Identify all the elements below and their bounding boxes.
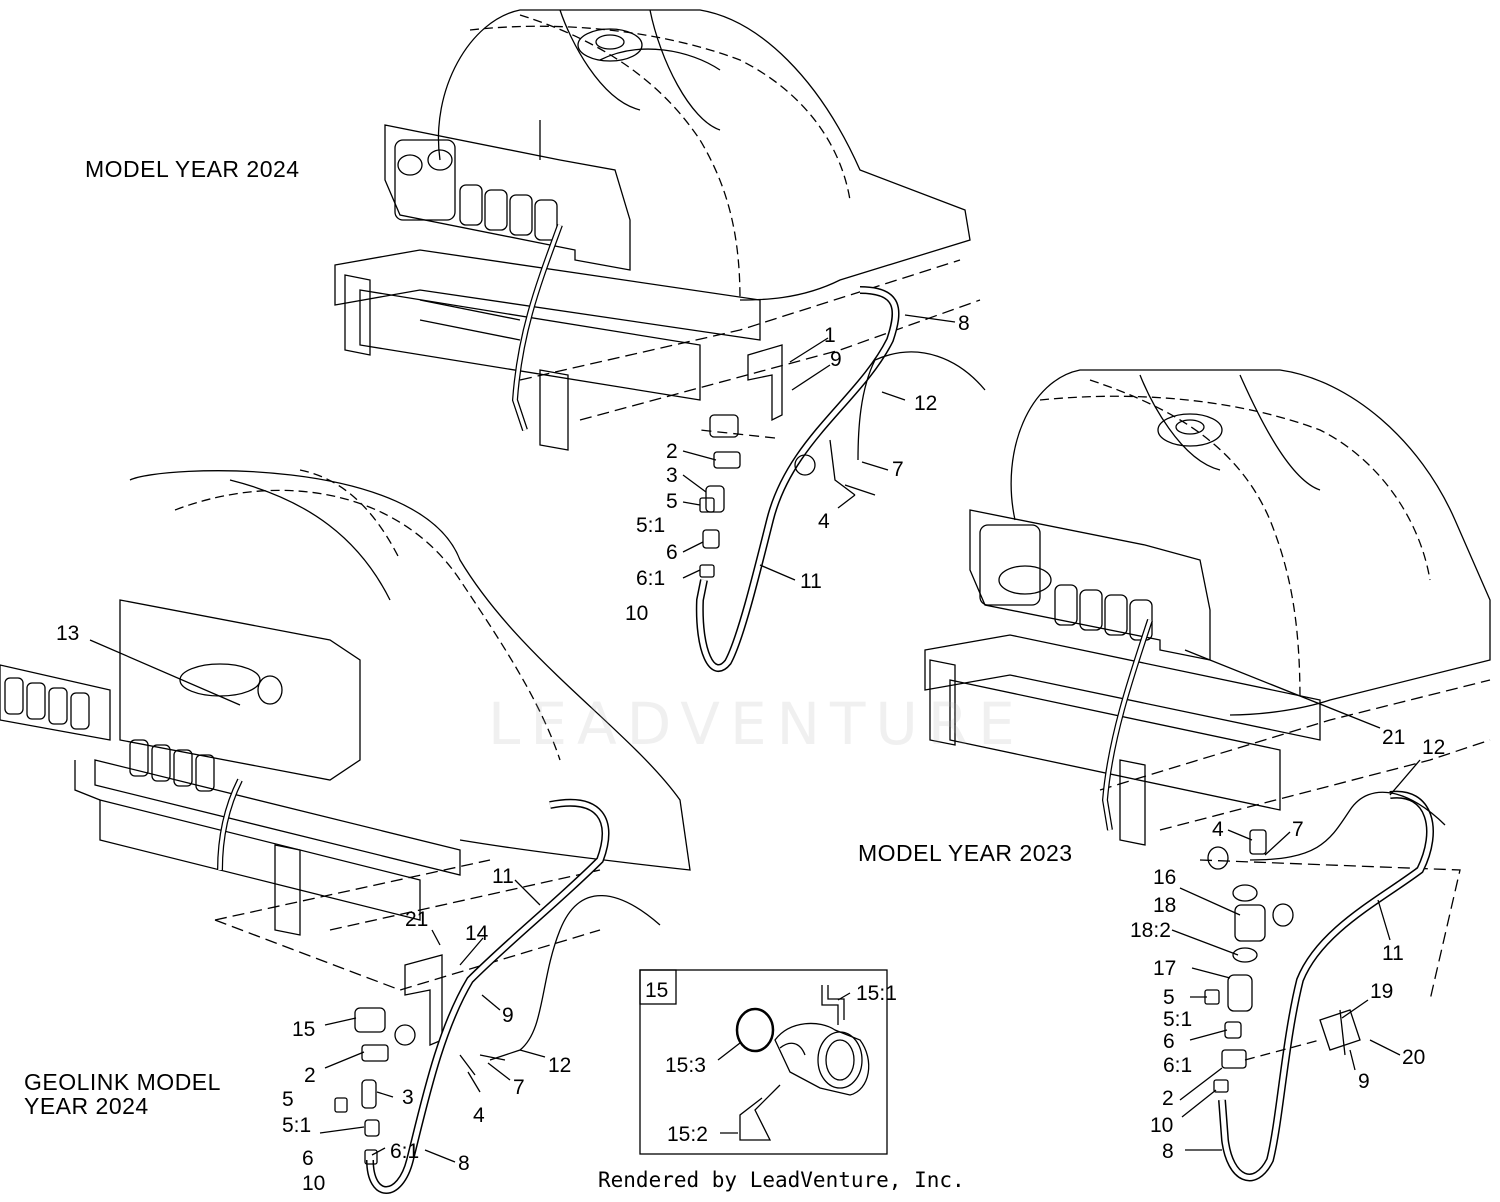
- callout-label: 12: [1422, 736, 1445, 759]
- tank-outline-2023: [1010, 369, 1491, 716]
- frame-2024: [334, 249, 761, 341]
- callout-label: 8: [458, 1152, 470, 1175]
- callout-label: 7: [1292, 818, 1304, 841]
- clip-15-2: [739, 1084, 781, 1141]
- callout-label: 6: [302, 1147, 314, 1170]
- callout-label: 13: [56, 622, 79, 645]
- tank-cap-2024: [577, 28, 643, 62]
- callout-label: 5:1: [282, 1114, 311, 1137]
- bracket-2023: [1319, 1009, 1361, 1051]
- callouts-inset-15: 15 15:1 15:3 15:2: [645, 979, 897, 1146]
- assembly-model-2024: [334, 9, 986, 672]
- callout-label: 11: [1382, 942, 1404, 965]
- callout-label: 5: [1163, 986, 1175, 1009]
- callout-label: 6:1: [636, 567, 665, 590]
- footer-credit: Rendered by LeadVenture, Inc.: [598, 1168, 965, 1192]
- callout-label: 18: [1153, 894, 1176, 917]
- callout-label: 11: [492, 865, 514, 888]
- cable-2024: [857, 351, 986, 461]
- callout-label: 8: [958, 312, 970, 335]
- inset-frame: [639, 969, 888, 1155]
- valve-manifold-2023: [969, 509, 1211, 661]
- callout-label: 10: [302, 1172, 325, 1195]
- callout-label: 17: [1153, 957, 1176, 980]
- callout-label: 2: [666, 440, 678, 463]
- frame-geolink: [94, 759, 461, 876]
- callout-label: 5:1: [1163, 1008, 1192, 1031]
- callout-label: 10: [625, 602, 648, 625]
- callout-label: 6:1: [390, 1140, 419, 1163]
- hose-2024: [695, 286, 900, 672]
- clip-15-1: [821, 985, 845, 1025]
- assembly-geolink-2024: [0, 469, 691, 1194]
- hose-2023: [1218, 790, 1434, 1182]
- callout-label: 16: [1153, 866, 1176, 889]
- callout-label: 10: [1150, 1114, 1173, 1137]
- cable-2023: [1249, 791, 1446, 861]
- callout-label: 19: [1370, 980, 1393, 1003]
- callout-label: 9: [1358, 1070, 1370, 1093]
- frame-2023: [924, 634, 1321, 741]
- inset-number: 15: [645, 979, 668, 1002]
- callouts-2024: 1 9 8 12 7 4 2 3 5 5:1 6 6:1 10 11: [625, 312, 970, 625]
- callout-label: 15:1: [856, 982, 897, 1005]
- callouts-geolink: 13 11 21 14 15 9 12 7 4 2 3 5 5:1 6 6:1 …: [56, 622, 571, 1195]
- callout-label: 5: [666, 490, 678, 513]
- watermark: LEADVENTURE: [488, 690, 1025, 758]
- callout-label: 6:1: [1163, 1054, 1192, 1077]
- callout-label: 6: [666, 541, 678, 564]
- callout-label: 9: [502, 1004, 514, 1027]
- heading-model-year-2023: MODEL YEAR 2023: [858, 840, 1073, 866]
- callout-label: 21: [405, 908, 428, 931]
- o-ring-15-3: [735, 1007, 775, 1053]
- callout-label: 2: [304, 1064, 316, 1087]
- callout-label: 15:3: [665, 1054, 706, 1077]
- callout-label: 7: [513, 1076, 525, 1099]
- heading-model-year-2024: MODEL YEAR 2024: [85, 156, 300, 182]
- callout-label: 12: [914, 392, 937, 415]
- tank-cap-2023: [1157, 413, 1223, 447]
- callout-label: 7: [892, 458, 904, 481]
- heading-geolink-line1: GEOLINK MODEL: [24, 1069, 221, 1095]
- callout-label: 14: [465, 922, 489, 945]
- callout-label: 5: [282, 1088, 294, 1111]
- callout-label: 20: [1402, 1046, 1425, 1069]
- callout-label: 11: [800, 570, 822, 593]
- callouts-2023: 21 12 4 7 16 18 18:2 17 11 19 5 5:1 6 6:…: [1130, 726, 1445, 1163]
- callout-label: 4: [473, 1104, 485, 1127]
- inset-panel-15: [639, 969, 888, 1155]
- cable-geolink: [489, 895, 661, 1061]
- callout-label: 3: [666, 464, 678, 487]
- callout-label: 4: [818, 510, 830, 533]
- bracket-2024: [747, 344, 783, 422]
- callout-label: 18:2: [1130, 919, 1171, 942]
- callout-label: 2: [1162, 1087, 1174, 1110]
- callout-label: 15:2: [667, 1123, 708, 1146]
- tank-outline-geolink: [129, 470, 691, 871]
- valve-manifold-geolink: [119, 599, 361, 781]
- callout-label: 3: [402, 1086, 414, 1109]
- callout-label: 5:1: [636, 514, 665, 537]
- callout-label: 6: [1163, 1030, 1175, 1053]
- heading-geolink-line2: YEAR 2024: [24, 1093, 149, 1119]
- callout-label: 4: [1212, 818, 1224, 841]
- callout-label: 8: [1162, 1140, 1174, 1163]
- callout-label: 15: [292, 1018, 315, 1041]
- callout-label: 9: [830, 348, 842, 371]
- callout-label: 21: [1382, 726, 1405, 749]
- callout-label: 12: [548, 1054, 571, 1077]
- tank-outline-2024: [437, 9, 971, 301]
- valve-manifold-2024: [384, 124, 631, 271]
- bracket-geolink: [404, 954, 443, 1046]
- inset-number-box: [639, 969, 677, 1005]
- assembly-model-2023: [924, 369, 1491, 1182]
- valve-body-15: [774, 1022, 870, 1096]
- callout-label: 1: [824, 324, 836, 347]
